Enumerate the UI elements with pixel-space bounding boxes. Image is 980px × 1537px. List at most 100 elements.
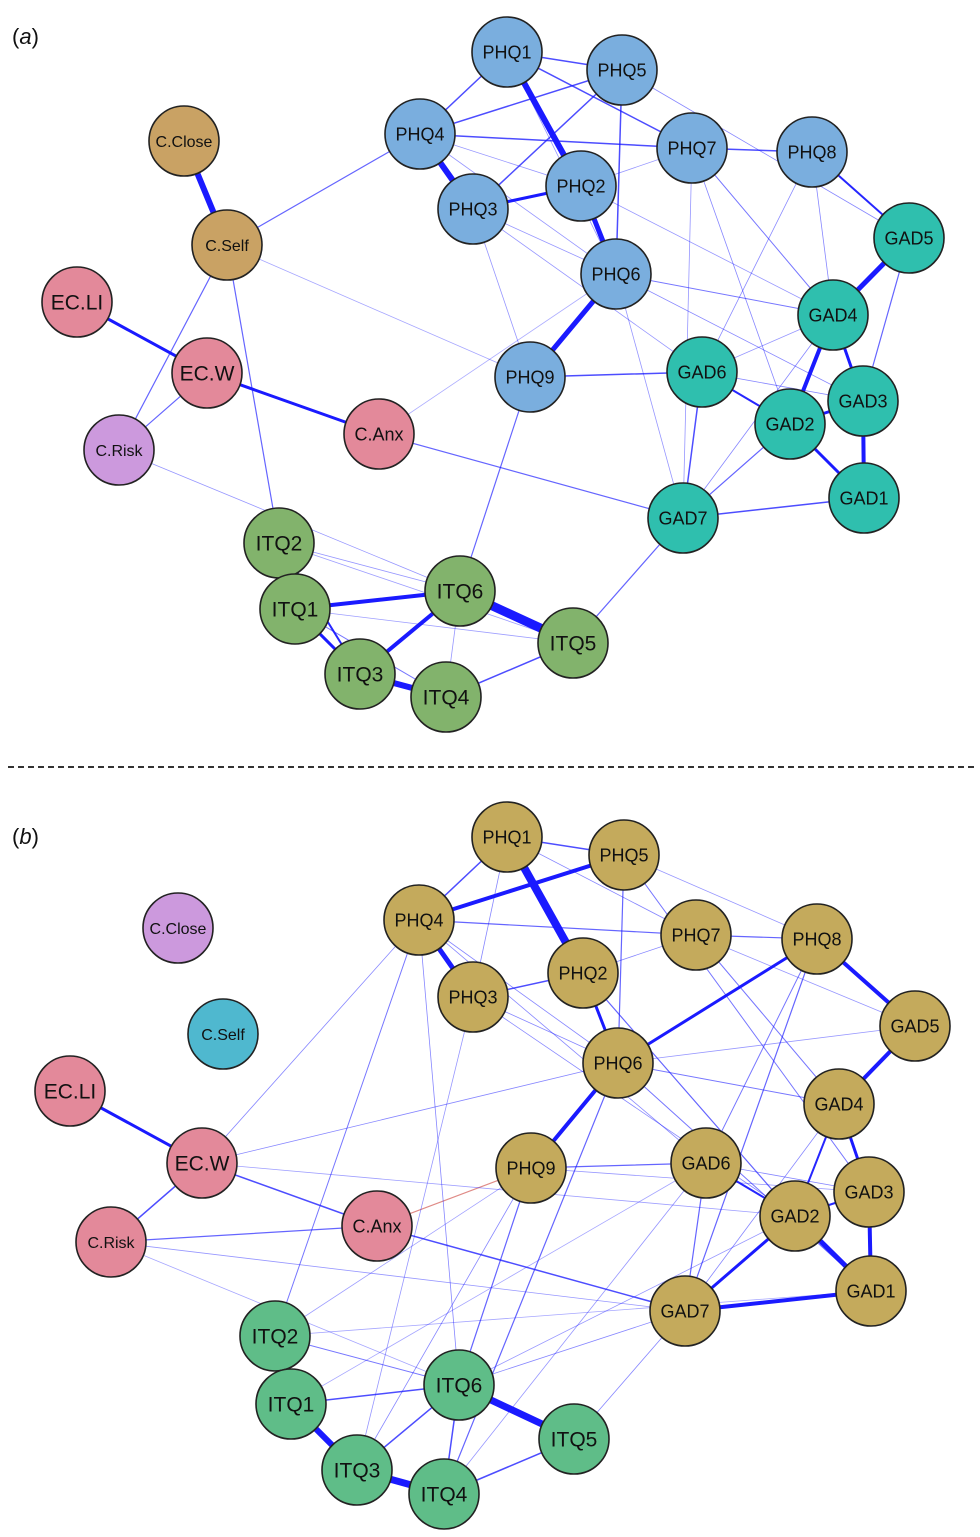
- edge-C.Risk-C.Anx: [110, 1225, 378, 1243]
- edge-ITQ1-ITQ5: [294, 608, 574, 644]
- node-label: GAD7: [660, 1301, 709, 1321]
- node-circle: [647, 482, 719, 554]
- node-c-close[interactable]: C.Close: [148, 105, 220, 177]
- node-ec-w[interactable]: EC.W: [171, 337, 243, 409]
- node-phq5[interactable]: PHQ5: [586, 34, 658, 106]
- edge-C.Anx-GAD7: [378, 433, 684, 519]
- node-gad5[interactable]: GAD5: [873, 202, 945, 274]
- node-gad4[interactable]: GAD4: [803, 1068, 875, 1140]
- node-phq2[interactable]: PHQ2: [547, 937, 619, 1009]
- node-c-self[interactable]: C.Self: [187, 998, 259, 1070]
- node-gad3[interactable]: GAD3: [833, 1156, 905, 1228]
- node-gad1[interactable]: GAD1: [835, 1255, 907, 1327]
- node-c-risk[interactable]: C.Risk: [75, 1206, 147, 1278]
- node-itq2[interactable]: ITQ2: [243, 507, 315, 579]
- node-phq8[interactable]: PHQ8: [781, 903, 853, 975]
- node-gad2[interactable]: GAD2: [754, 388, 826, 460]
- node-phq4[interactable]: PHQ4: [384, 98, 456, 170]
- node-phq5[interactable]: PHQ5: [588, 819, 660, 891]
- node-c-self[interactable]: C.Self: [191, 209, 263, 281]
- node-gad2[interactable]: GAD2: [759, 1180, 831, 1252]
- node-gad6[interactable]: GAD6: [670, 1127, 742, 1199]
- node-circle: [437, 961, 509, 1033]
- node-phq8[interactable]: PHQ8: [776, 116, 848, 188]
- edge-PHQ7-GAD5: [695, 934, 916, 1027]
- node-label: PHQ6: [593, 1053, 642, 1073]
- node-label: EC.W: [175, 1153, 230, 1176]
- edge-PHQ6-GAD1: [617, 1062, 872, 1292]
- node-label: PHQ8: [787, 142, 836, 162]
- node-label: GAD7: [658, 508, 707, 528]
- node-circle: [803, 1068, 875, 1140]
- node-c-risk[interactable]: C.Risk: [83, 414, 155, 486]
- node-phq7[interactable]: PHQ7: [660, 899, 732, 971]
- node-label: ITQ2: [252, 1326, 299, 1349]
- node-circle: [873, 202, 945, 274]
- node-c-close[interactable]: C.Close: [142, 892, 214, 964]
- node-circle: [660, 899, 732, 971]
- node-phq9[interactable]: PHQ9: [495, 1132, 567, 1204]
- node-c-anx[interactable]: C.Anx: [343, 398, 415, 470]
- node-itq4[interactable]: ITQ4: [408, 1458, 480, 1530]
- node-phq4[interactable]: PHQ4: [383, 884, 455, 956]
- node-gad7[interactable]: GAD7: [649, 1275, 721, 1347]
- node-label: PHQ5: [599, 845, 648, 865]
- node-phq6[interactable]: PHQ6: [580, 238, 652, 310]
- node-circle: [649, 1275, 721, 1347]
- node-phq3[interactable]: PHQ3: [437, 173, 509, 245]
- node-ec-li[interactable]: EC.LI: [41, 266, 113, 338]
- node-gad7[interactable]: GAD7: [647, 482, 719, 554]
- edge-GAD6-ITQ1: [290, 1162, 707, 1405]
- node-c-anx[interactable]: C.Anx: [341, 1190, 413, 1262]
- node-itq5[interactable]: ITQ5: [538, 1403, 610, 1475]
- node-phq1[interactable]: PHQ1: [471, 801, 543, 873]
- node-gad1[interactable]: GAD1: [828, 462, 900, 534]
- edge-GAD2-ITQ6: [458, 1215, 796, 1386]
- node-itq6[interactable]: ITQ6: [423, 1349, 495, 1421]
- node-circle: [538, 1403, 610, 1475]
- edge-PHQ4-PHQ7: [418, 919, 697, 936]
- panel-a-label: (a): [12, 24, 39, 49]
- node-phq6[interactable]: PHQ6: [582, 1027, 654, 1099]
- node-label: EC.W: [180, 363, 235, 386]
- node-label: C.Anx: [354, 424, 403, 444]
- node-circle: [437, 173, 509, 245]
- node-circle: [781, 903, 853, 975]
- node-circle: [75, 1206, 147, 1278]
- edge-PHQ9-ITQ6: [459, 376, 531, 592]
- node-phq1[interactable]: PHQ1: [471, 16, 543, 88]
- node-ec-w[interactable]: EC.W: [166, 1127, 238, 1199]
- edge-PHQ6-GAD7: [615, 273, 684, 519]
- node-phq7[interactable]: PHQ7: [656, 112, 728, 184]
- node-itq4[interactable]: ITQ4: [410, 661, 482, 733]
- node-circle: [410, 661, 482, 733]
- node-ec-li[interactable]: EC.LI: [34, 1055, 106, 1127]
- edge-PHQ5-GAD3: [623, 854, 870, 1193]
- node-circle: [343, 398, 415, 470]
- node-itq3[interactable]: ITQ3: [321, 1434, 393, 1506]
- node-label: ITQ6: [437, 581, 484, 604]
- node-gad6[interactable]: GAD6: [666, 336, 738, 408]
- node-phq9[interactable]: PHQ9: [494, 341, 566, 413]
- node-phq2[interactable]: PHQ2: [545, 150, 617, 222]
- node-gad5[interactable]: GAD5: [879, 990, 951, 1062]
- node-gad4[interactable]: GAD4: [797, 279, 869, 351]
- edge-PHQ3-ITQ3: [356, 996, 474, 1471]
- node-itq1[interactable]: ITQ1: [255, 1368, 327, 1440]
- node-label: EC.LI: [44, 1081, 97, 1104]
- node-circle: [833, 1156, 905, 1228]
- node-label: PHQ3: [448, 199, 497, 219]
- node-itq6[interactable]: ITQ6: [424, 555, 496, 627]
- node-label: EC.LI: [51, 292, 104, 315]
- node-itq2[interactable]: ITQ2: [239, 1300, 311, 1372]
- node-itq1[interactable]: ITQ1: [259, 573, 331, 645]
- node-label: GAD6: [677, 362, 726, 382]
- node-gad3[interactable]: GAD3: [827, 365, 899, 437]
- node-phq3[interactable]: PHQ3: [437, 961, 509, 1033]
- node-itq5[interactable]: ITQ5: [537, 607, 609, 679]
- node-label: PHQ5: [597, 60, 646, 80]
- edge-PHQ9-ITQ2: [274, 1167, 532, 1337]
- node-itq3[interactable]: ITQ3: [324, 638, 396, 710]
- node-circle: [754, 388, 826, 460]
- node-circle: [424, 555, 496, 627]
